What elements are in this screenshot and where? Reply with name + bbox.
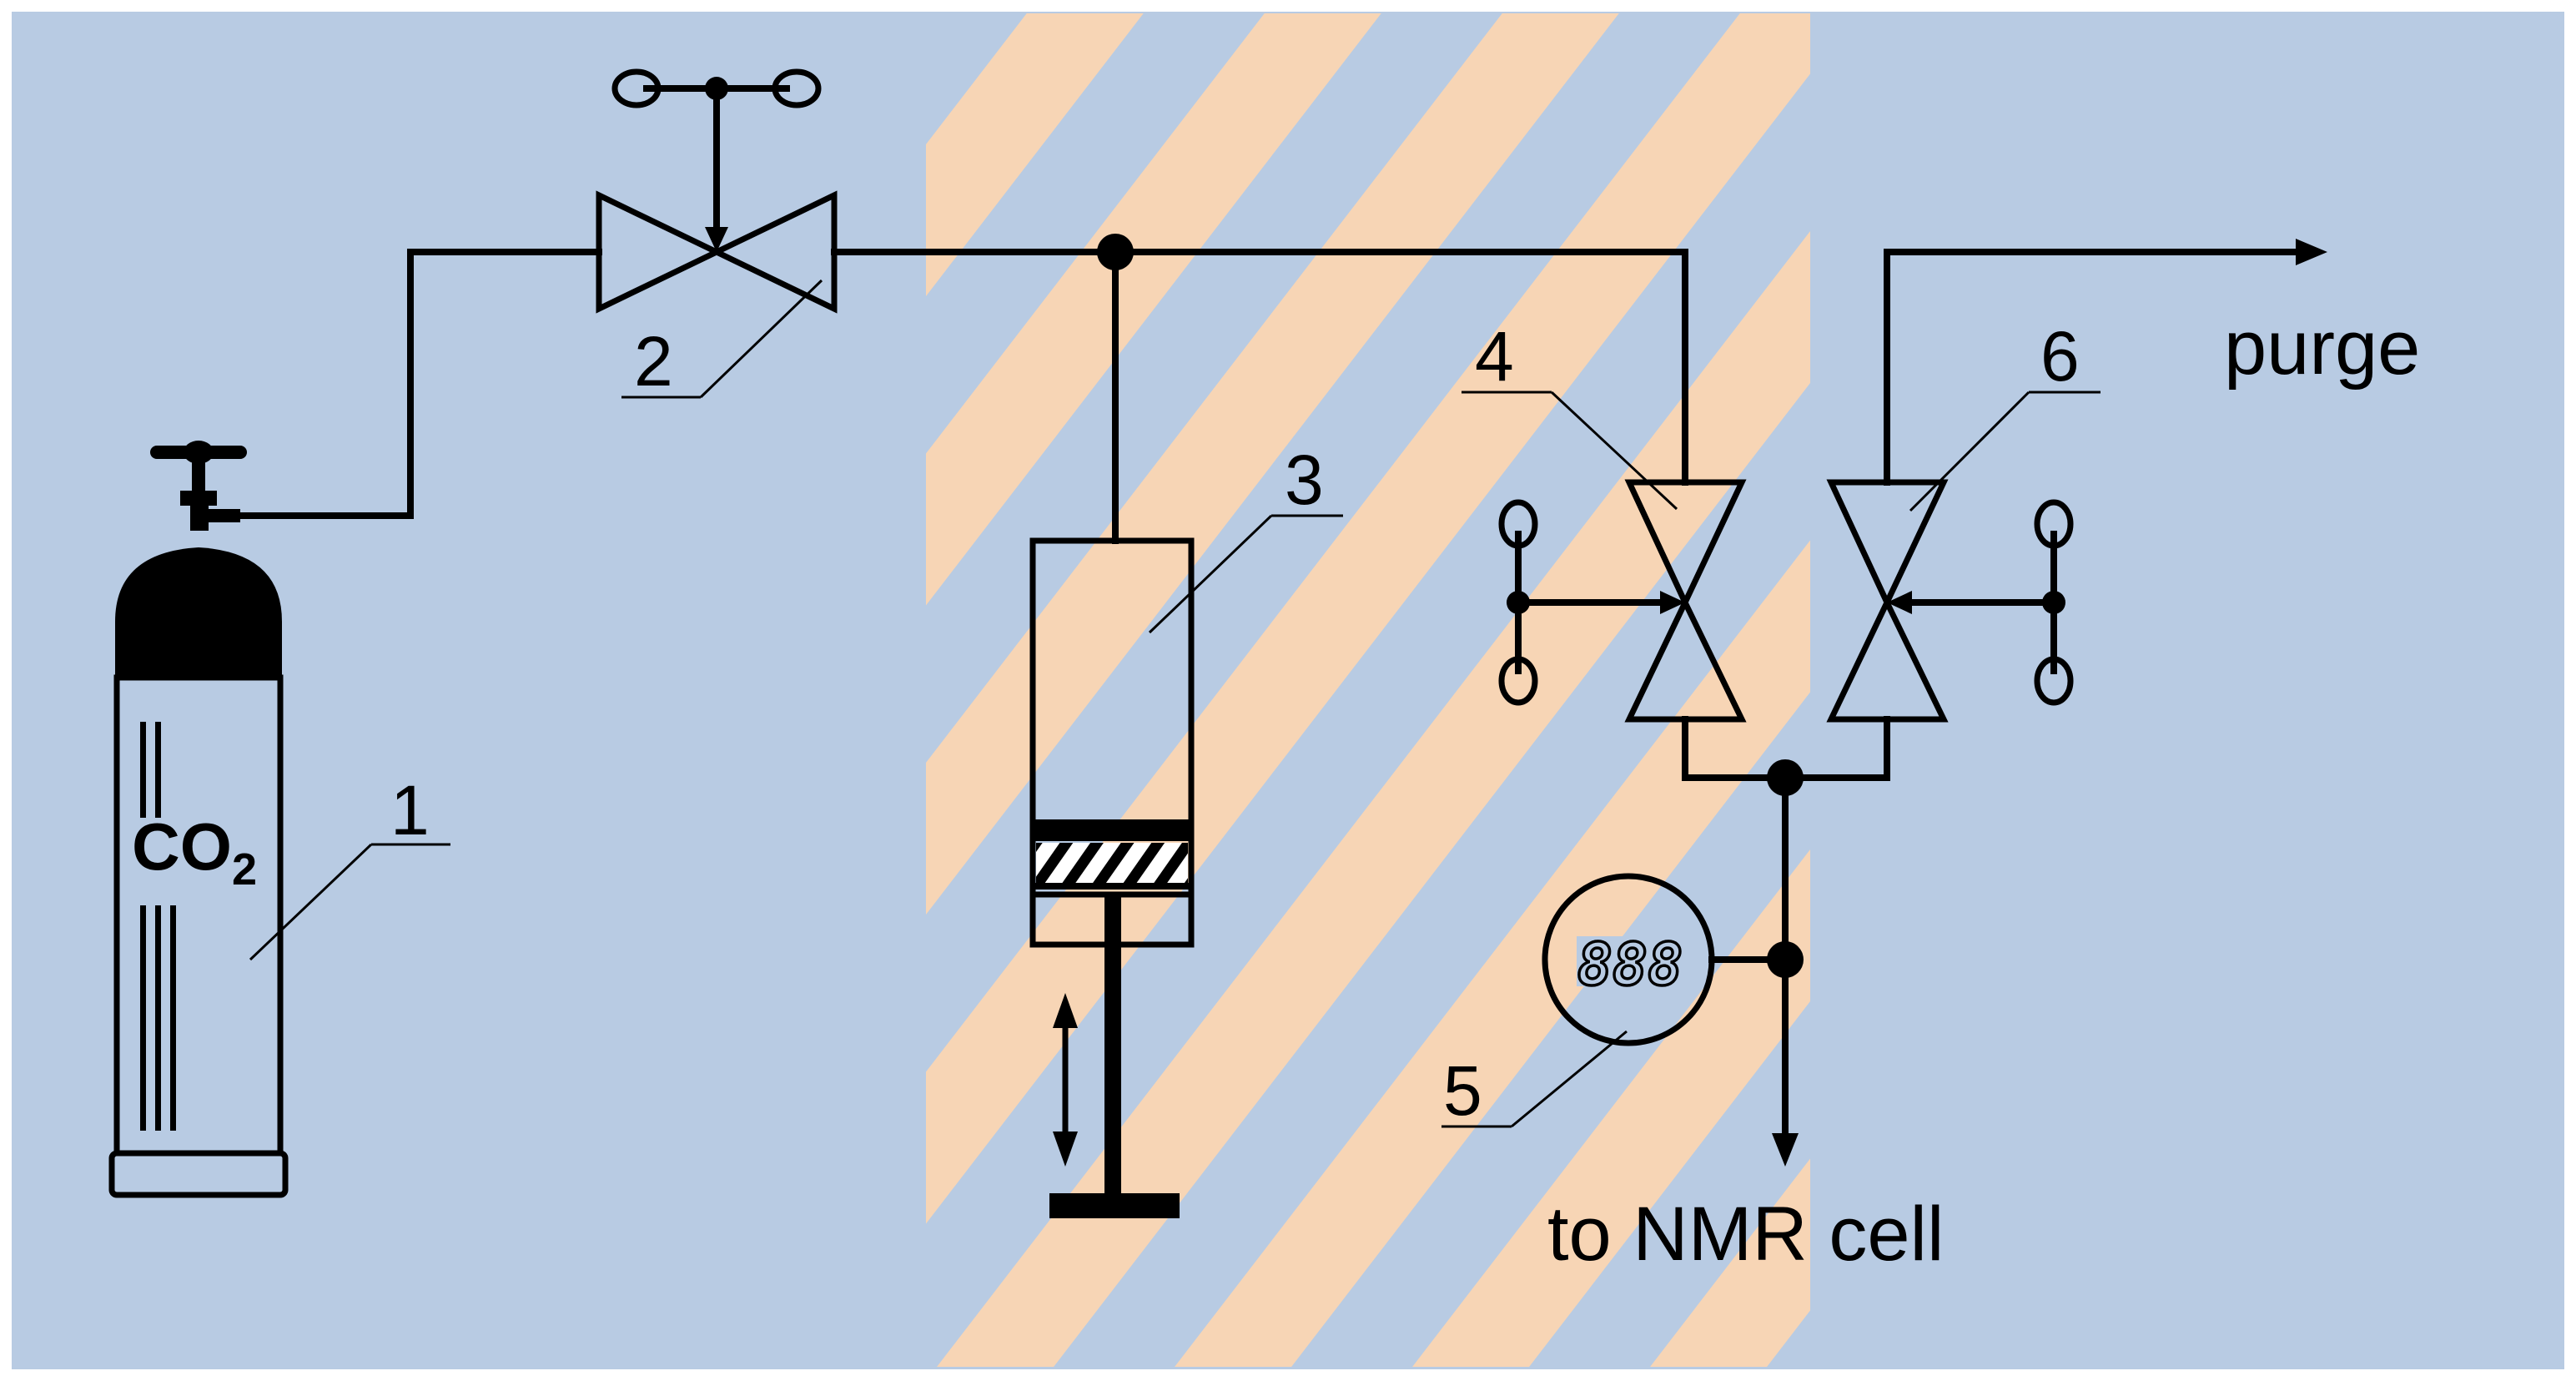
hatch-stripe xyxy=(937,230,1810,1367)
gauge-display: 888 xyxy=(1577,930,1683,999)
leader-line xyxy=(249,843,373,961)
leader-line xyxy=(1550,391,1678,511)
purge-label: purge xyxy=(2224,305,2420,391)
leader-line xyxy=(1148,514,1273,634)
purge-arrow-icon xyxy=(2296,239,2327,265)
label-1: 1 xyxy=(390,771,430,849)
piston-icon xyxy=(1029,537,1195,1218)
needle-valve-icon xyxy=(596,68,838,314)
leader-line xyxy=(1909,391,2030,512)
hatch-stripe xyxy=(926,13,1619,915)
leader-line xyxy=(699,279,823,399)
hatch-stripe xyxy=(1650,1158,1810,1367)
label-4: 4 xyxy=(1475,317,1514,396)
hatch-stripe xyxy=(1175,540,1810,1367)
hatch-stripe xyxy=(926,13,1810,1224)
label-3: 3 xyxy=(1285,441,1324,519)
hatch-stripe xyxy=(926,13,1144,296)
junction xyxy=(1767,941,1804,978)
leader-line xyxy=(1511,1030,1628,1128)
junction xyxy=(1097,234,1134,270)
cylinder-formula: CO2 xyxy=(132,809,257,895)
digital-gauge-icon: 888 xyxy=(1542,873,1715,1046)
nmr-cell-label: to NMR cell xyxy=(1547,1192,1944,1277)
needle-valve-icon xyxy=(1498,479,1747,723)
label-6: 6 xyxy=(2040,317,2080,396)
label-2: 2 xyxy=(634,322,673,401)
hatch-stripe xyxy=(926,13,1381,606)
nmr-arrow-icon xyxy=(1772,1133,1799,1167)
needle-valve-icon xyxy=(1826,479,2074,723)
label-5: 5 xyxy=(1443,1051,1482,1130)
junction xyxy=(1767,759,1804,796)
gas-cylinder-icon xyxy=(108,441,289,1198)
